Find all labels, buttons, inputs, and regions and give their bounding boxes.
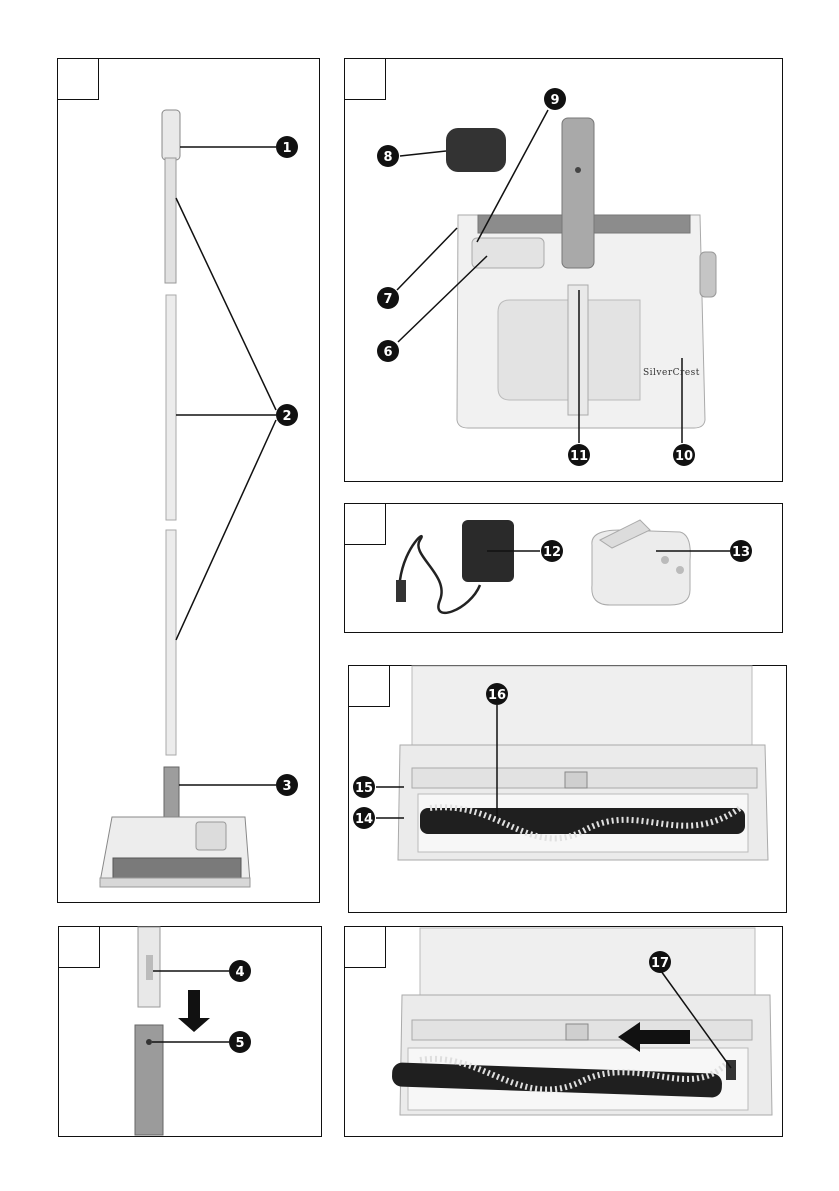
underside-housing-f — [420, 928, 755, 1003]
svg-text:17: 17 — [651, 956, 669, 971]
callout-17: 17 — [649, 951, 671, 973]
release-slider-f — [566, 1024, 588, 1040]
